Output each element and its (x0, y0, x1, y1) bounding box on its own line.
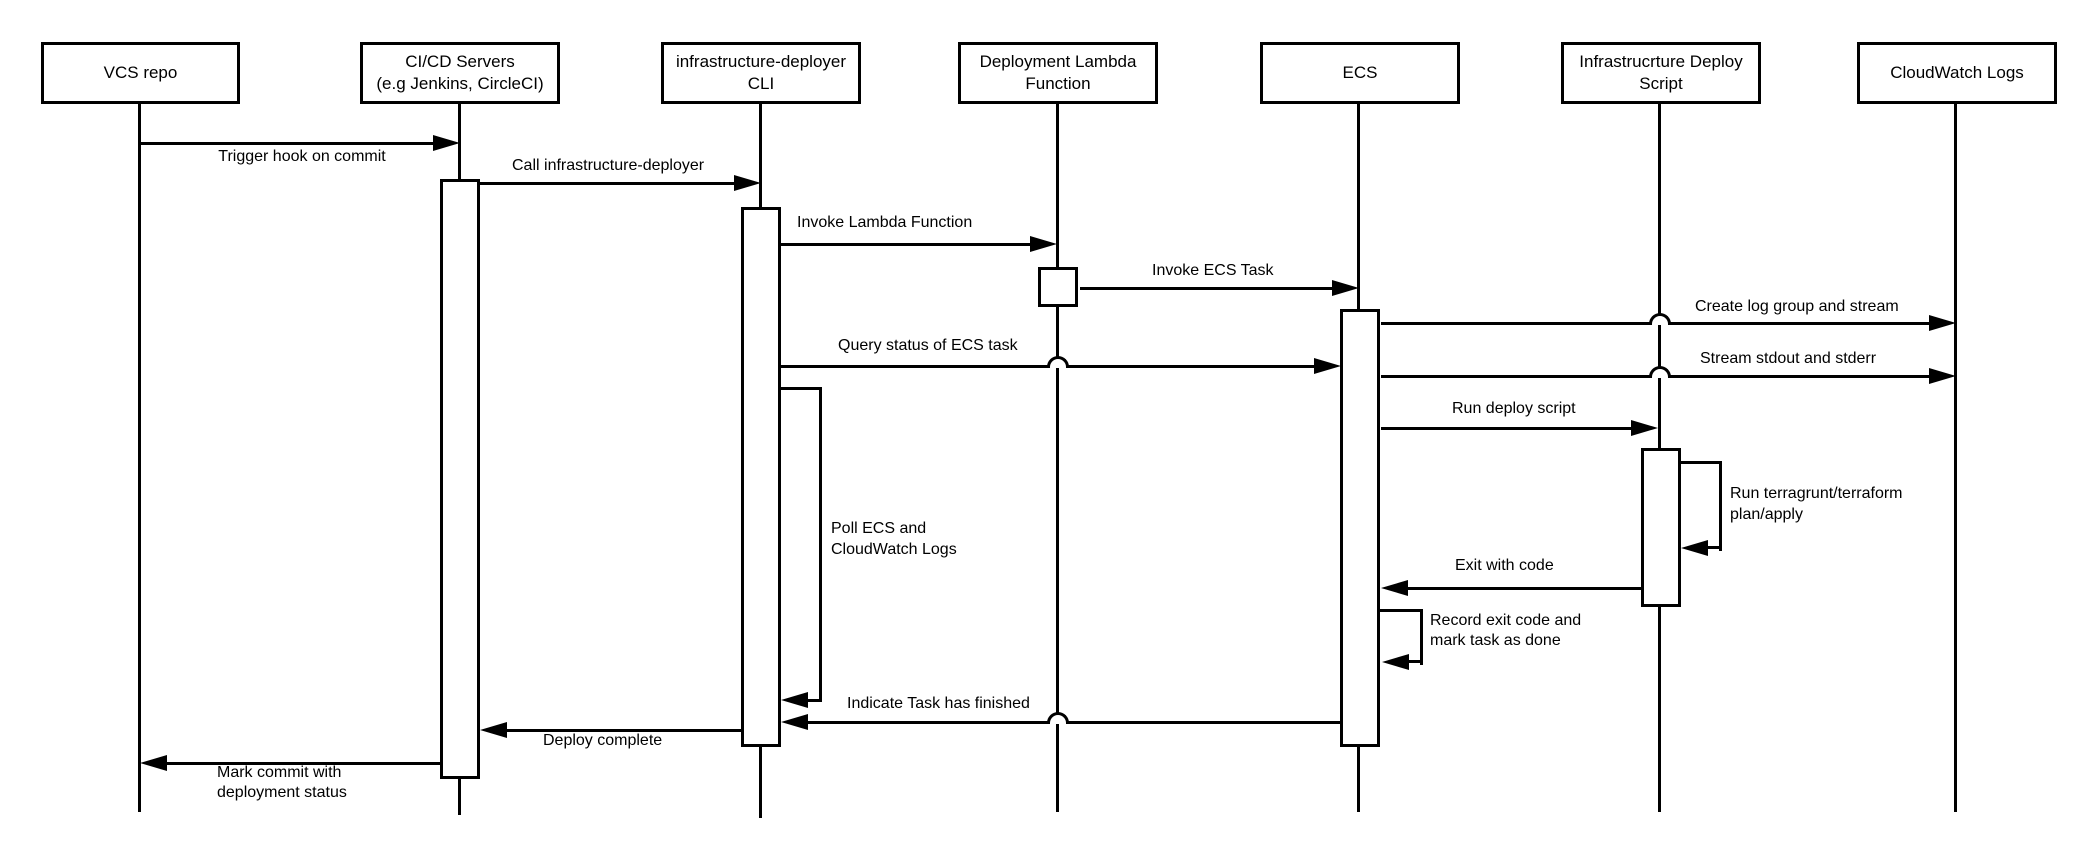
self-loop-poll-top (779, 387, 822, 390)
message-label-record-exit-code: Record exit code and mark task as done (1430, 612, 1582, 649)
arrow-call-deployer (480, 182, 737, 185)
participant-cloudwatch-logs-label: CloudWatch Logs (1890, 63, 2024, 82)
participant-cicd-servers: CI/CD Servers (e.g Jenkins, CircleCI) (360, 42, 560, 104)
activation-deploy-script (1641, 448, 1681, 607)
lifeline-cli-upper (759, 104, 762, 207)
activation-ecs (1340, 309, 1380, 747)
arrow-exit-with-code (1405, 587, 1641, 590)
participant-lambda-function: Deployment Lambda Function (958, 42, 1158, 104)
self-loop-record-bottom (1407, 660, 1423, 663)
participant-cicd-servers-label: CI/CD Servers (e.g Jenkins, CircleCI) (376, 52, 544, 93)
arrow-deploy-complete-head (480, 722, 507, 738)
arrow-invoke-lambda-head (1030, 236, 1057, 252)
arrow-run-deploy-script (1381, 427, 1631, 430)
lifeline-ecs-upper (1357, 104, 1360, 309)
self-loop-record-top (1379, 609, 1423, 612)
arrow-invoke-ecs-task-head (1332, 280, 1359, 296)
participant-vcs-repo-label: VCS repo (103, 63, 178, 82)
lifeline-lambda (1056, 104, 1059, 812)
arrow-invoke-lambda (781, 243, 1033, 246)
lifeline-cicd-lower (458, 779, 461, 815)
message-label-invoke-lambda: Invoke Lambda Function (797, 214, 973, 231)
lifeline-ecs-lower (1357, 747, 1360, 812)
self-loop-terraform-right (1719, 461, 1722, 551)
arrow-trigger-hook-head (433, 135, 460, 151)
activation-cli (741, 207, 781, 747)
lifeline-deploy-script-lower (1658, 607, 1661, 812)
self-loop-record-right (1420, 609, 1423, 665)
activation-cicd (440, 179, 480, 779)
arrow-call-deployer-head (734, 175, 761, 191)
arrow-mark-commit-head (140, 755, 167, 771)
participant-deployer-cli: infrastructure-deployer CLI (661, 42, 861, 104)
lifeline-cli-lower (759, 747, 762, 818)
arrow-invoke-ecs-task (1080, 287, 1335, 290)
self-loop-poll-right (819, 387, 822, 702)
arrow-mark-commit (164, 762, 440, 765)
message-label-query-status: Query status of ECS task (838, 337, 1018, 354)
lifeline-vcs-repo (138, 104, 141, 812)
message-label-invoke-ecs-task: Invoke ECS Task (1152, 262, 1274, 279)
self-loop-terraform-top (1678, 461, 1722, 464)
arrow-stream-stdout-head (1929, 368, 1956, 384)
message-label-call-deployer: Call infrastructure-deployer (512, 157, 705, 174)
arrow-run-deploy-script-head (1631, 420, 1658, 436)
arrow-query-status-head (1314, 358, 1341, 374)
message-label-run-deploy-script: Run deploy script (1452, 400, 1576, 417)
arrow-create-log-group-head (1929, 315, 1956, 331)
message-label-stream-stdout: Stream stdout and stderr (1700, 350, 1877, 367)
arrow-task-finished (805, 721, 1341, 724)
participant-lambda-function-label: Deployment Lambda Function (979, 52, 1137, 93)
arrow-task-finished-head (781, 714, 808, 730)
self-loop-poll-bottom (806, 699, 822, 702)
line-hop-task-finished (1047, 712, 1069, 724)
self-loop-terraform-bottom (1706, 546, 1722, 549)
participant-deploy-script-label: Infrastrucrture Deploy Script (1579, 52, 1743, 93)
line-hop-query-status (1047, 356, 1069, 368)
message-label-poll: Poll ECS and CloudWatch Logs (831, 520, 957, 558)
activation-lambda (1038, 267, 1078, 307)
self-loop-terraform-arrowhead (1681, 540, 1708, 556)
participant-deployer-cli-label: infrastructure-deployer CLI (675, 52, 847, 93)
message-label-terraform: Run terragrunt/terraform plan/apply (1730, 485, 1903, 523)
arrow-trigger-hook (140, 142, 436, 145)
message-label-exit-with-code: Exit with code (1455, 557, 1554, 574)
message-label-create-log-group: Create log group and stream (1695, 298, 1899, 315)
message-label-trigger-hook: Trigger hook on commit (218, 148, 386, 165)
participant-vcs-repo: VCS repo (41, 42, 240, 104)
self-loop-record-arrowhead (1382, 654, 1409, 670)
line-hop-stream-stdout (1649, 366, 1671, 378)
participant-cloudwatch-logs: CloudWatch Logs (1857, 42, 2057, 104)
message-label-mark-commit: Mark commit with deployment status (217, 764, 347, 801)
participant-ecs-label: ECS (1342, 63, 1378, 82)
self-loop-poll-arrowhead (781, 692, 808, 708)
arrow-deploy-complete (504, 729, 741, 732)
lifeline-deploy-script-upper (1658, 104, 1661, 448)
message-label-deploy-complete: Deploy complete (543, 732, 663, 749)
message-label-task-finished: Indicate Task has finished (847, 695, 1030, 712)
arrow-exit-with-code-head (1381, 580, 1408, 596)
lifeline-cloudwatch (1954, 104, 1957, 812)
participant-deploy-script: Infrastrucrture Deploy Script (1561, 42, 1761, 104)
participant-ecs: ECS (1260, 42, 1460, 104)
line-hop-create-log-group (1649, 313, 1671, 325)
